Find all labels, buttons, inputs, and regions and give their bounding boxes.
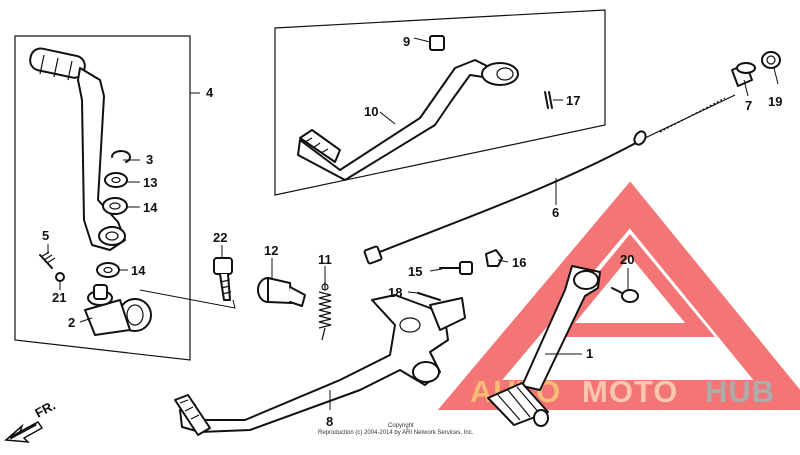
callout-1: 1 [586,346,593,361]
bolt-20 [611,287,639,303]
ball-21 [55,272,65,282]
front-label: FR. [32,398,58,421]
callout-16: 16 [512,255,526,270]
callout-21: 21 [52,290,66,305]
callout-22: 22 [213,230,227,245]
brake-pedal-group-box [274,9,606,196]
washer-13 [104,172,128,188]
bolt-5 [39,251,56,269]
bolt-15 [439,261,473,275]
brake-pedal-upper [297,35,519,181]
copyright-line1: Copyright [388,423,414,429]
cotter-pin-17 [544,91,553,109]
callout-19: 19 [768,94,782,109]
brake-rod [363,94,736,265]
pivot-bolt-12 [257,277,306,307]
callout-20: 20 [620,252,634,267]
return-spring-11 [318,282,332,341]
copyright-notice: Copyright Reproduction (c) 2004-2014 by … [318,423,474,436]
kickstarter-arm [29,47,126,251]
callout-11: 11 [318,252,332,267]
bolt-22 [213,257,233,301]
watermark-text-moto: MOTO [582,374,678,409]
callout-14a: 14 [143,200,158,215]
watermark-logo: AUTO MOTO HUB [437,181,800,410]
pin-18 [417,292,441,301]
callout-7: 7 [745,98,752,113]
adjuster-7 [731,62,756,87]
callout-12: 12 [264,243,278,258]
callout-10: 10 [364,104,378,119]
adjuster-nut-19 [761,51,781,69]
leader-lines [47,37,779,410]
brake-pedal-lower [174,294,466,436]
callout-2: 2 [68,315,75,330]
kickstarter-hub [84,284,152,336]
washer-14-upper [102,197,128,215]
callout-13: 13 [143,175,157,190]
callout-9: 9 [403,34,410,49]
callout-15: 15 [408,264,422,279]
gear-shift-lever [487,265,601,427]
callouts: 1 2 3 4 5 6 7 8 9 10 11 12 13 14 14 15 1… [42,34,782,429]
callout-5: 5 [42,228,49,243]
callout-8: 8 [326,414,333,429]
watermark-text-hub: HUB [705,374,775,409]
callout-17: 17 [566,93,580,108]
callout-3: 3 [146,152,153,167]
washer-14-lower [96,262,120,278]
callout-4: 4 [206,85,214,100]
callout-6: 6 [552,205,559,220]
kickstarter-group-box [14,35,191,361]
callout-14b: 14 [131,263,146,278]
front-arrow-icon: FR. [4,398,58,443]
callout-18: 18 [388,285,402,300]
nut-16 [485,249,503,267]
copyright-line2: Reproduction (c) 2004-2014 by ARI Networ… [318,430,474,436]
